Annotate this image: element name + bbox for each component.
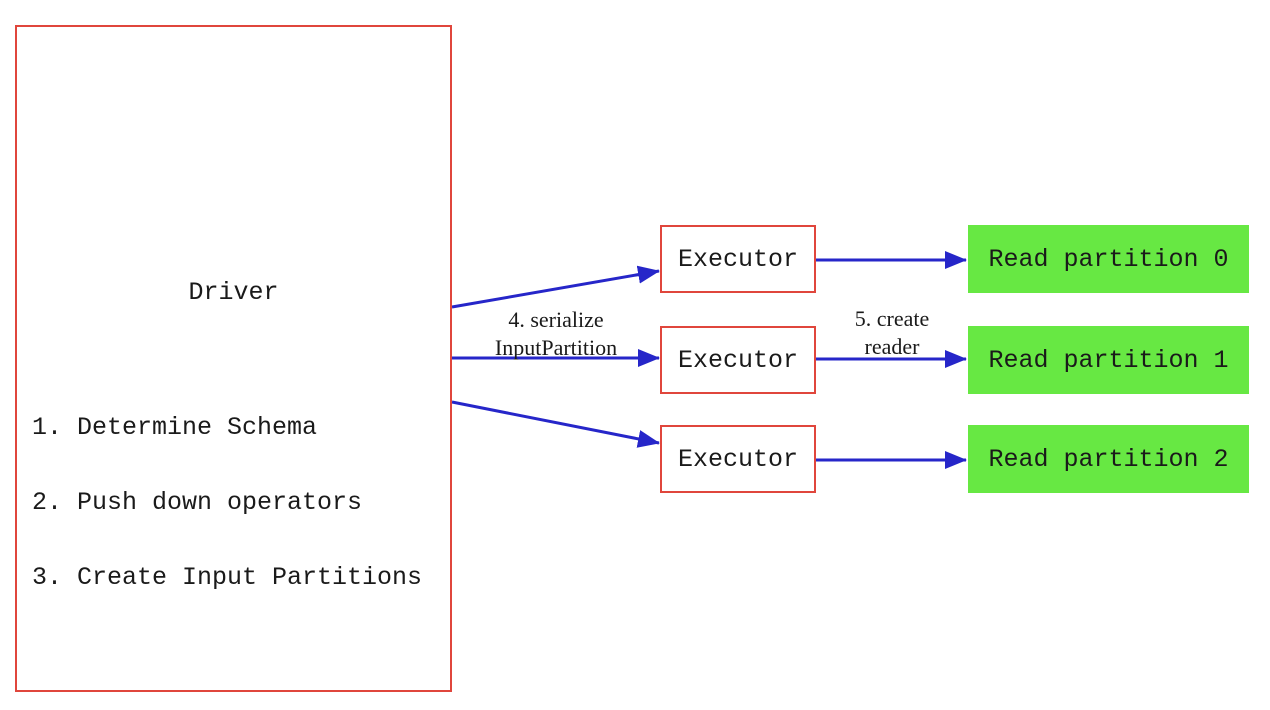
driver-step-3: 3. Create Input Partitions	[32, 563, 423, 592]
executor-box-1: Executor	[660, 326, 816, 394]
executor-label-1: Executor	[677, 345, 799, 375]
driver-box: Driver 1. Determine Schema 2. Push down …	[15, 25, 452, 692]
executor-label-2: Executor	[677, 444, 799, 474]
serialize-label-line2: InputPartition	[494, 335, 618, 360]
executor-label-0: Executor	[677, 244, 799, 274]
driver-title: Driver	[188, 278, 279, 307]
read-partition-label-0: Read partition 0	[988, 244, 1229, 274]
read-partition-box-0: Read partition 0	[968, 225, 1249, 293]
driver-step-2: 2. Push down operators	[32, 488, 363, 517]
create-reader-edge-label: 5. create reader	[822, 305, 962, 361]
read-partition-label-1: Read partition 1	[988, 345, 1229, 375]
arrow-driver-to-executor-0	[451, 265, 660, 309]
read-partition-label-2: Read partition 2	[988, 444, 1229, 474]
read-partition-box-1: Read partition 1	[968, 326, 1249, 394]
read-partition-box-2: Read partition 2	[968, 425, 1249, 493]
arrow-driver-to-executor-2	[451, 400, 660, 448]
executor-box-0: Executor	[660, 225, 816, 293]
driver-steps: 1. Determine Schema 2. Push down operato…	[32, 365, 422, 640]
executor-box-2: Executor	[660, 425, 816, 493]
driver-step-1: 1. Determine Schema	[32, 413, 318, 442]
create-reader-label-line1: 5. create	[854, 306, 930, 331]
create-reader-label-line2: reader	[864, 334, 920, 359]
serialize-label-line1: 4. serialize	[508, 307, 604, 332]
serialize-inputpartition-edge-label: 4. serialize InputPartition	[440, 306, 672, 362]
